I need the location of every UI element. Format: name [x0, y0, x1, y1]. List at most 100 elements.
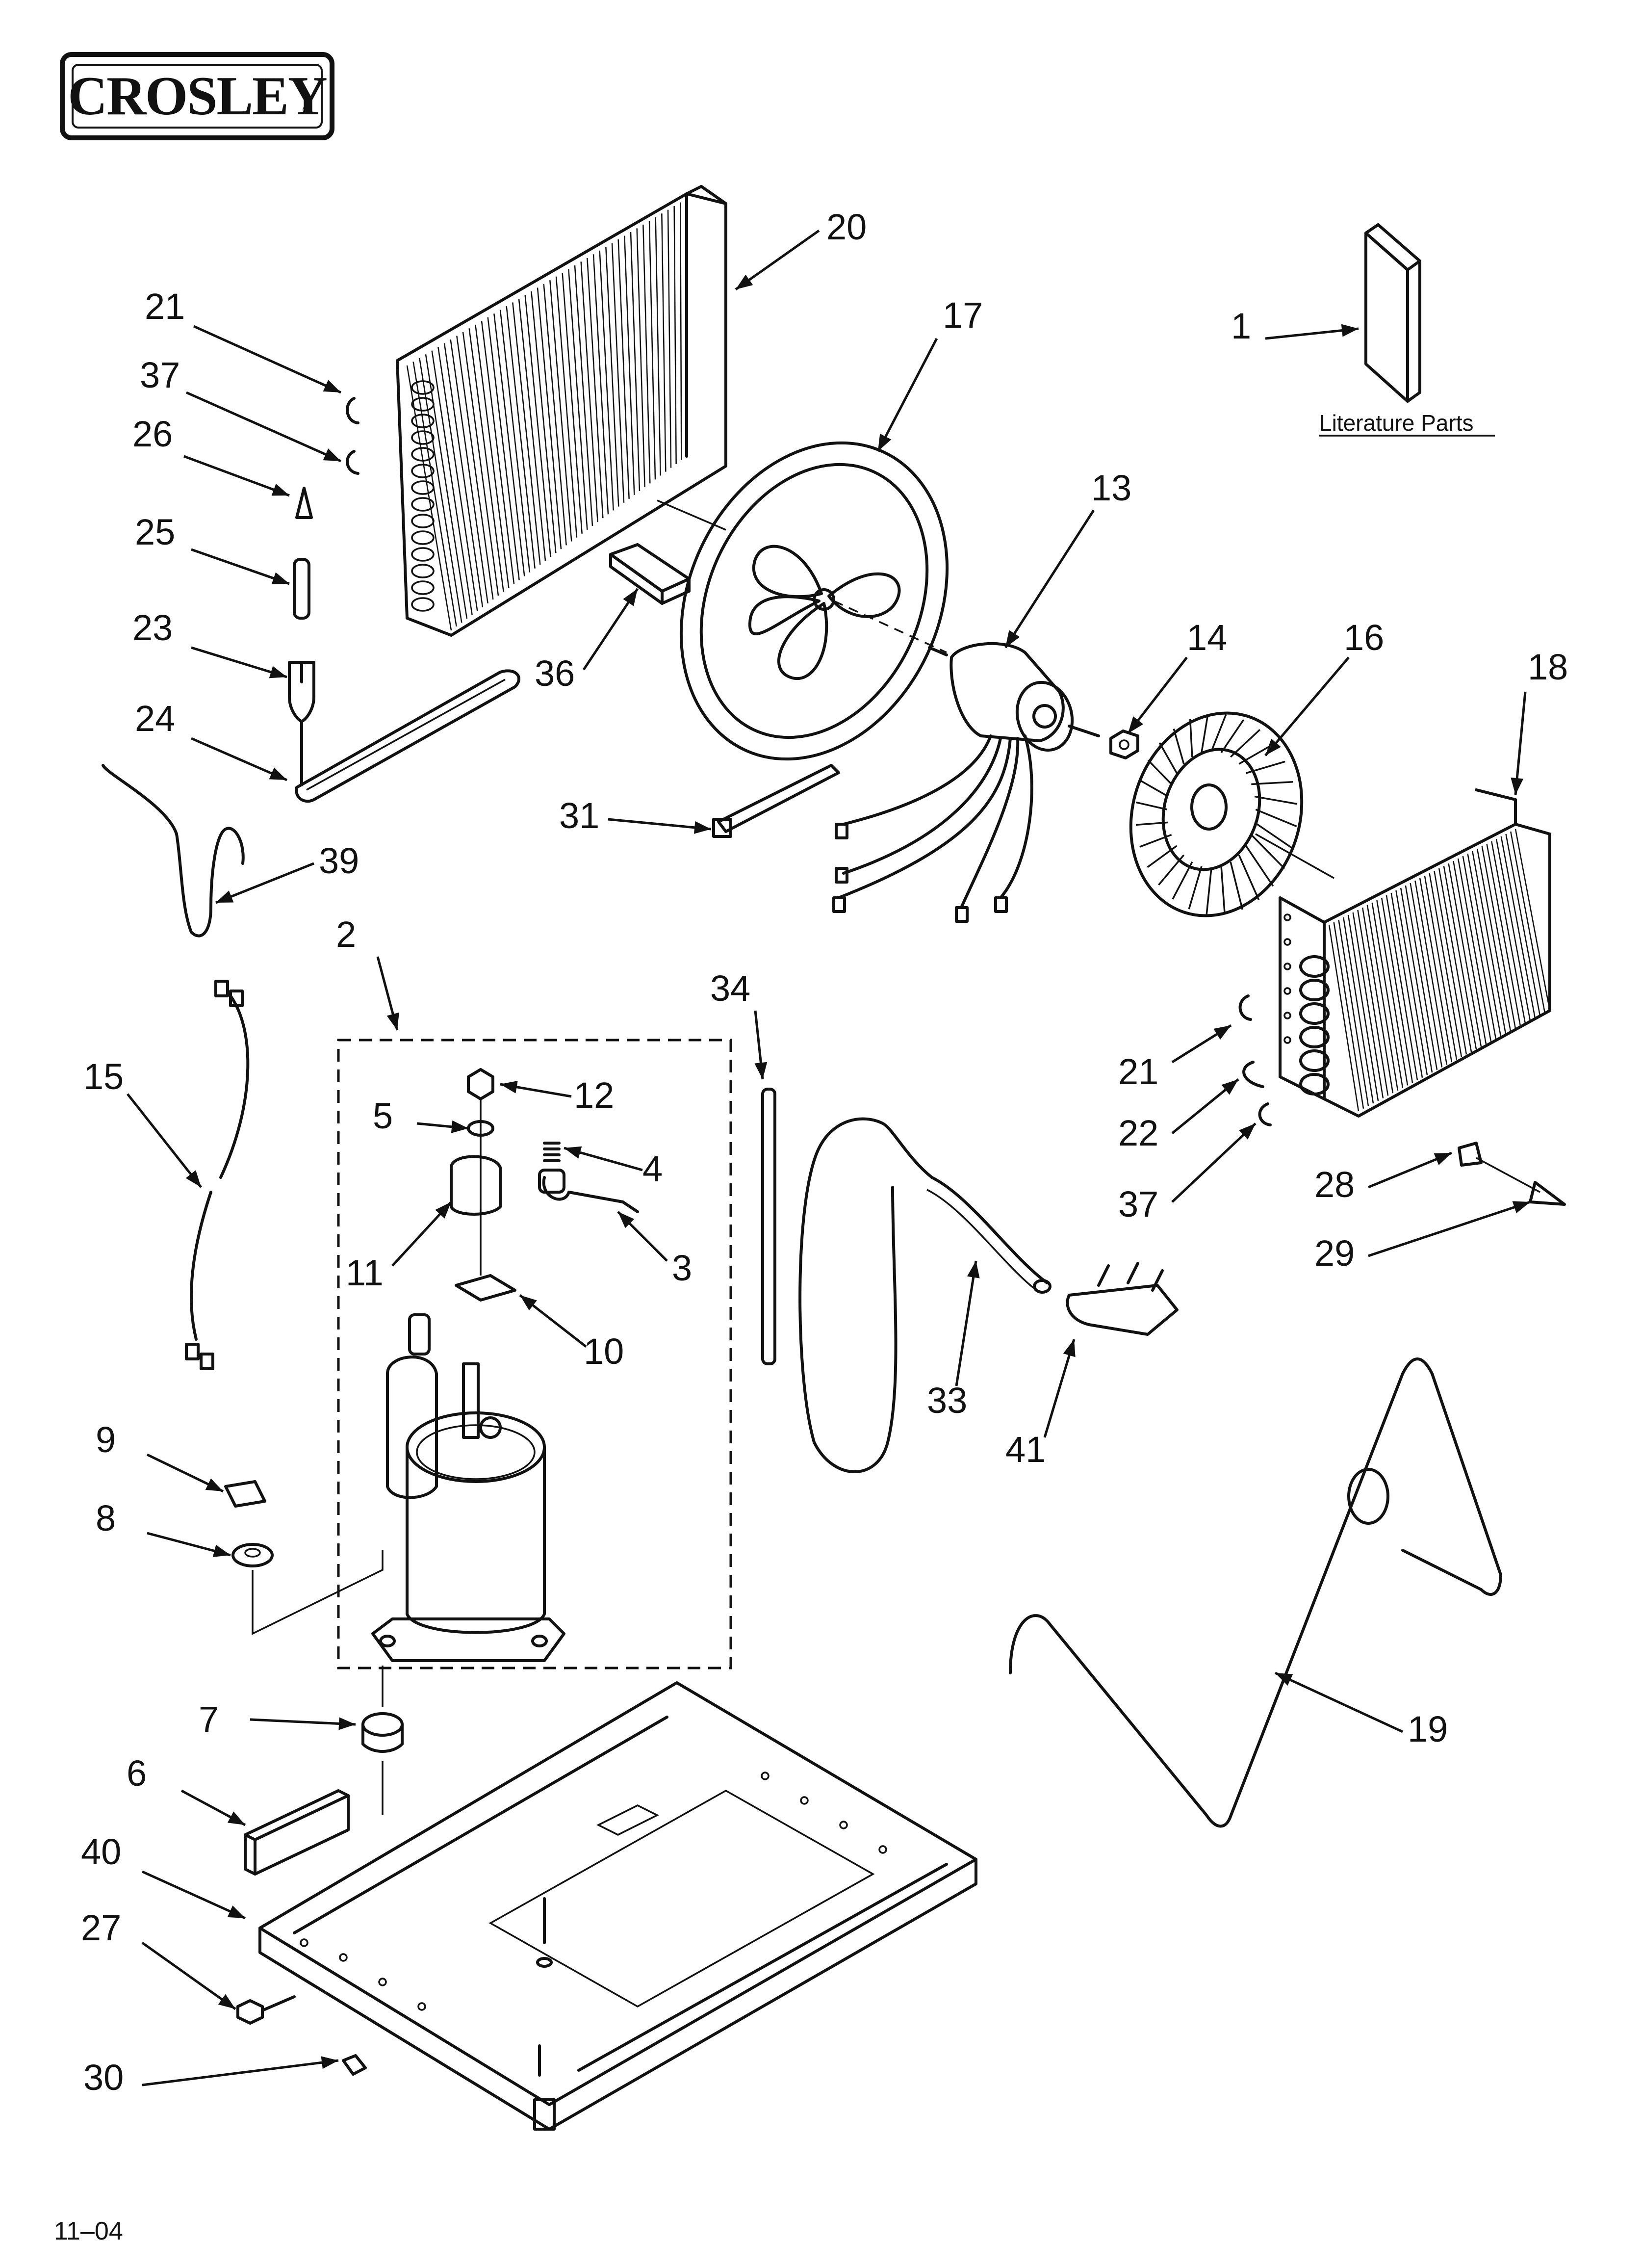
coil-fin [1385, 895, 1418, 1081]
leader-arrowhead [1063, 1339, 1076, 1357]
coil-return-bend [411, 414, 435, 428]
coil-fin [673, 206, 677, 464]
coil-fin [574, 265, 593, 526]
coil-fin [1390, 892, 1423, 1078]
leader-line [1171, 1122, 1257, 1203]
coil-fin [406, 365, 452, 631]
coil-fin [1434, 870, 1467, 1055]
blower-blade [1210, 714, 1227, 752]
leader-line [193, 325, 342, 394]
blower-blade [1173, 729, 1185, 764]
blower-blade [1147, 845, 1178, 868]
blower-blade [1147, 759, 1172, 785]
part-capillary-tube-section [293, 558, 310, 620]
callout-27: 27 [81, 1907, 121, 1948]
leader-arrowhead [967, 1261, 980, 1278]
part-bracket [1458, 1142, 1483, 1167]
coil-fin [1381, 897, 1413, 1083]
coil-fin [661, 213, 667, 472]
coil-return-bend [411, 430, 435, 445]
part-y-connector [288, 661, 315, 723]
part-wire-clip [342, 2054, 367, 2076]
coil-fin [1410, 883, 1443, 1068]
leader-arrowhead [451, 1120, 468, 1133]
coil-fin [456, 336, 494, 600]
coil-fin [1476, 848, 1512, 1032]
part-foam-strip [244, 1789, 350, 1876]
leader-arrowhead [338, 1717, 356, 1730]
part-fan-shroud [657, 441, 949, 761]
callout-39: 39 [319, 840, 359, 881]
coil-fin [443, 343, 484, 607]
part-heater-loop [295, 669, 520, 803]
callout-26: 26 [132, 414, 173, 454]
part-tube-assembly [1066, 1262, 1179, 1336]
callout-23: 23 [132, 607, 173, 648]
coil-return-bend [411, 497, 435, 512]
part-wire-hanger [102, 764, 245, 938]
leader-line [191, 548, 290, 585]
blower-blade [1246, 760, 1285, 774]
callout-22: 22 [1118, 1113, 1158, 1153]
coil-fin [655, 217, 661, 476]
leader-arrowhead [564, 1146, 582, 1159]
coil-fin [1500, 836, 1536, 1018]
leader-arrowhead [1275, 1673, 1293, 1686]
leader-line [1514, 691, 1527, 795]
coil-fin [1414, 880, 1448, 1065]
leader-arrowhead [323, 380, 341, 392]
callout-34: 34 [710, 968, 750, 1009]
coil-fin [487, 317, 520, 580]
coil-fin [1486, 843, 1521, 1026]
coil-fin [568, 269, 588, 530]
coil-fin [481, 321, 515, 584]
pan-hole [300, 1938, 308, 1947]
coil-fin [543, 284, 567, 546]
coil-fin [667, 209, 672, 468]
blower-blade [1238, 743, 1275, 765]
pan-hole [878, 1845, 887, 1854]
leader-line [1274, 1671, 1404, 1733]
coil-fin [1472, 851, 1507, 1034]
callout-8: 8 [96, 1498, 116, 1538]
pan-hole [339, 1953, 348, 1962]
coil-fin [1495, 838, 1531, 1021]
coil-fin [468, 328, 504, 592]
blower-blade [1135, 801, 1168, 810]
part-drain-tube [761, 1088, 776, 1365]
callout-16: 16 [1344, 617, 1384, 658]
coil-fin [562, 273, 583, 534]
coil-fin [1405, 885, 1438, 1070]
leader-arrowhead [1128, 716, 1144, 733]
coil-fin [549, 280, 572, 542]
coil-fin [506, 306, 536, 569]
part-compressor [371, 1313, 565, 1662]
leader-arrowhead [271, 483, 289, 496]
coil-return-bend [411, 580, 435, 595]
coil-fin [1491, 841, 1526, 1024]
blower-blade [1230, 861, 1243, 910]
leader-line [142, 2059, 339, 2086]
coil-return-bend [1299, 955, 1330, 978]
coil-fin [648, 221, 656, 480]
coil-return-bend [411, 447, 435, 462]
leader-line [1004, 509, 1095, 649]
coil-fin [1467, 853, 1502, 1037]
leader-arrowhead [1221, 1079, 1238, 1095]
coil-fin [642, 224, 651, 484]
callout-31: 31 [559, 795, 599, 836]
callout-labels: 20 17 1 21 37 26 25 23 24 13 36 14 16 18… [81, 207, 1568, 2098]
coil-fin [1443, 865, 1477, 1050]
literature-parts-label: Literature Parts [1319, 410, 1473, 436]
pan-hole [378, 1978, 387, 1986]
mounting-hole [1283, 913, 1291, 921]
part-terminal-cover [450, 1155, 502, 1216]
part-capillary-tip [295, 487, 313, 519]
crosley-logo: CROSLEY ® [60, 52, 334, 140]
revision-date: 11–04 [54, 2217, 123, 2245]
leader-arrowhead [269, 666, 287, 678]
blower-blade [1188, 866, 1203, 910]
part-tube-clips-left [346, 397, 359, 475]
coil-fin [1338, 919, 1369, 1106]
leader-arrowhead [878, 433, 892, 451]
